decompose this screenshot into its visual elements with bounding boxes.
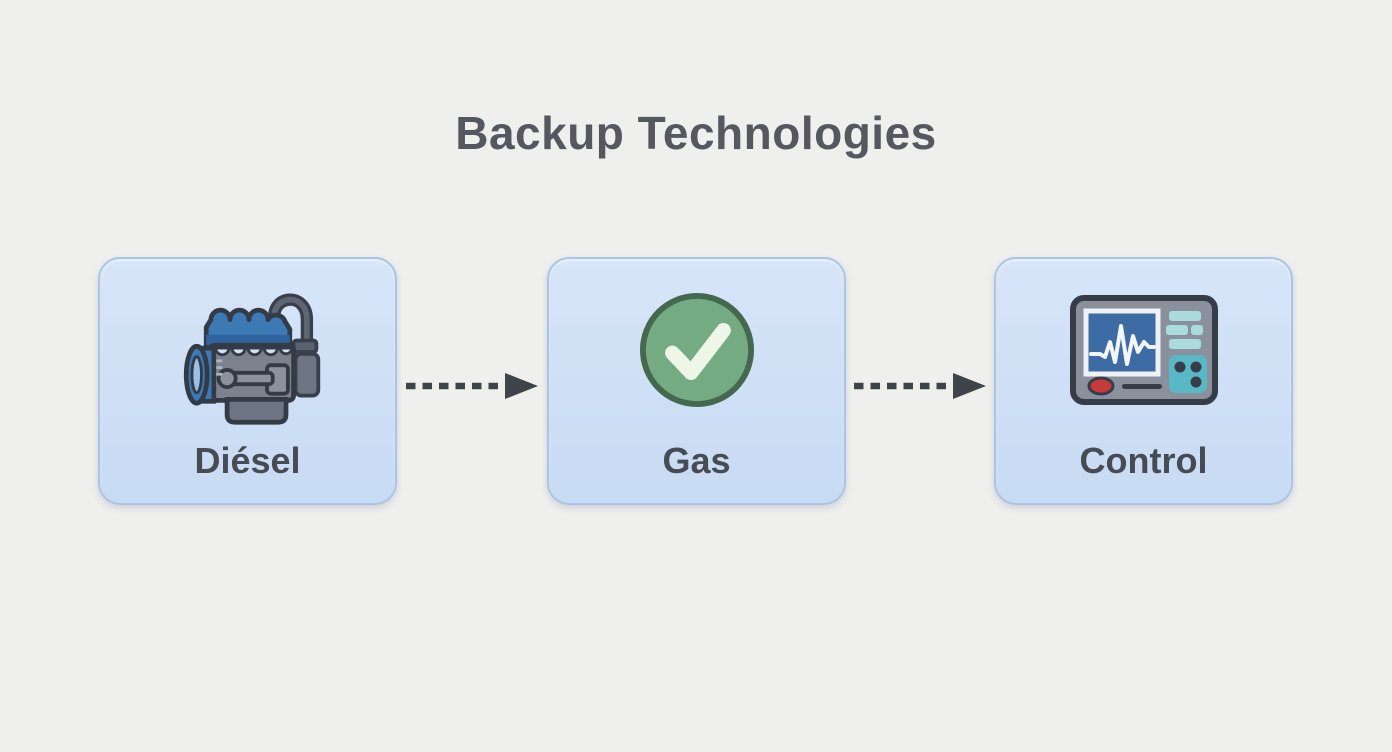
- node-diesel-icon-area: [100, 259, 395, 441]
- node-control-label: Control: [1079, 440, 1208, 481]
- control-panel-icon: [1069, 295, 1218, 405]
- engine-oil-pan: [224, 397, 288, 425]
- engine-pulley: [183, 343, 216, 406]
- node-gas-label: Gas: [662, 440, 731, 481]
- arrow-diesel-to-gas: [406, 373, 538, 399]
- node-gas-icon-area: [549, 259, 844, 441]
- node-control-icon-area: [996, 259, 1291, 441]
- engine-valve-cover: [203, 307, 292, 349]
- check-circle-icon: [639, 292, 754, 408]
- page-title: Backup Technologies: [455, 107, 937, 159]
- panel-screen: [1083, 308, 1160, 377]
- panel-keypad: [1168, 355, 1207, 393]
- arrow-gas-to-control: [854, 373, 986, 399]
- panel-slider: [1121, 384, 1162, 389]
- panel-indicator-bars: [1165, 311, 1203, 349]
- node-diesel-label: Diésel: [194, 440, 301, 481]
- engine-exhaust-pipe: [267, 293, 320, 398]
- diesel-engine-icon: [183, 293, 320, 425]
- panel-power-button: [1087, 376, 1114, 396]
- node-control: Control: [994, 257, 1293, 505]
- engine-block: [207, 342, 296, 403]
- node-diesel: Diésel: [98, 257, 397, 505]
- node-gas: Gas: [547, 257, 846, 505]
